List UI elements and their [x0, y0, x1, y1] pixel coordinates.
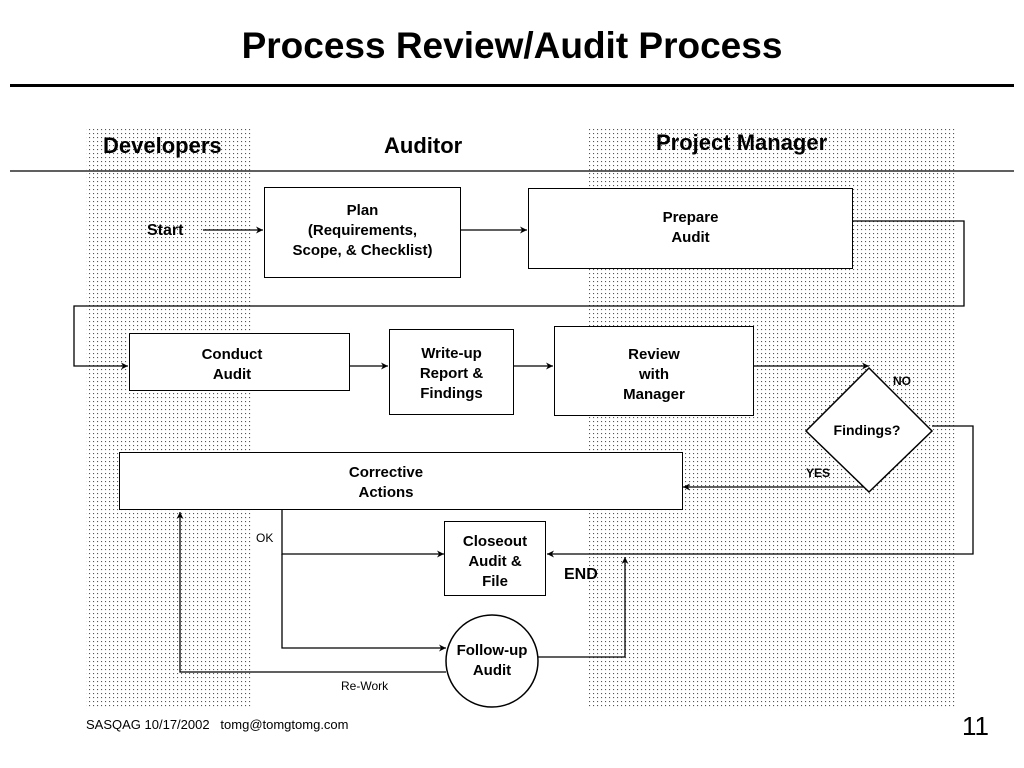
conduct-audit-box: Conduct Audit [129, 333, 350, 391]
prepare-audit-box: Prepare Audit [528, 188, 853, 269]
findings-decision-label: Findings? [833, 422, 901, 438]
edge-prepare-conduct [73, 220, 965, 370]
edge-corrective-closeout [281, 510, 444, 558]
plan-box-label: Plan (Requirements, Scope, & Checklist) [292, 202, 433, 259]
edge-corrective-followup [281, 554, 446, 652]
followup-audit-shape [445, 614, 539, 708]
edge-findings-closeout [547, 425, 974, 558]
prepare-audit-label: Prepare Audit [662, 209, 719, 246]
review-box: Review with Manager [554, 326, 754, 416]
page-number: 11 [962, 711, 989, 741]
start-label: Start [147, 222, 184, 239]
closeout-label: Closeout Audit & File [462, 533, 528, 590]
lane-header-project-manager: Project Manager [656, 130, 828, 155]
end-label: END [564, 566, 598, 583]
conduct-audit-label: Conduct Audit [201, 346, 263, 383]
corrective-actions-box: Corrective Actions [119, 452, 683, 510]
rework-label: Re-Work [341, 679, 389, 693]
title-divider [10, 84, 1014, 87]
review-label: Review with Manager [623, 346, 685, 403]
writeup-box: Write-up Report & Findings [389, 329, 514, 415]
findings-decision-shape [804, 366, 934, 494]
edge-followup-end [538, 557, 629, 658]
footer-source: SASQAG 10/17/2002 tomg@tomgtomg.com [86, 717, 349, 732]
page-title: Process Review/Audit Process [241, 25, 783, 66]
followup-audit-label: Follow-up Audit [456, 642, 528, 679]
lane-header-auditor: Auditor [384, 133, 463, 158]
plan-box: Plan (Requirements, Scope, & Checklist) [264, 187, 461, 278]
no-label: NO [893, 374, 911, 388]
ok-label: OK [256, 531, 274, 545]
developers-lane [86, 128, 252, 708]
yes-label: YES [806, 466, 831, 480]
edge-followup-rework [176, 512, 446, 673]
writeup-label: Write-up Report & Findings [419, 345, 484, 402]
corrective-actions-label: Corrective Actions [348, 464, 424, 501]
lane-header-developers: Developers [103, 133, 222, 158]
closeout-box: Closeout Audit & File [444, 521, 546, 596]
